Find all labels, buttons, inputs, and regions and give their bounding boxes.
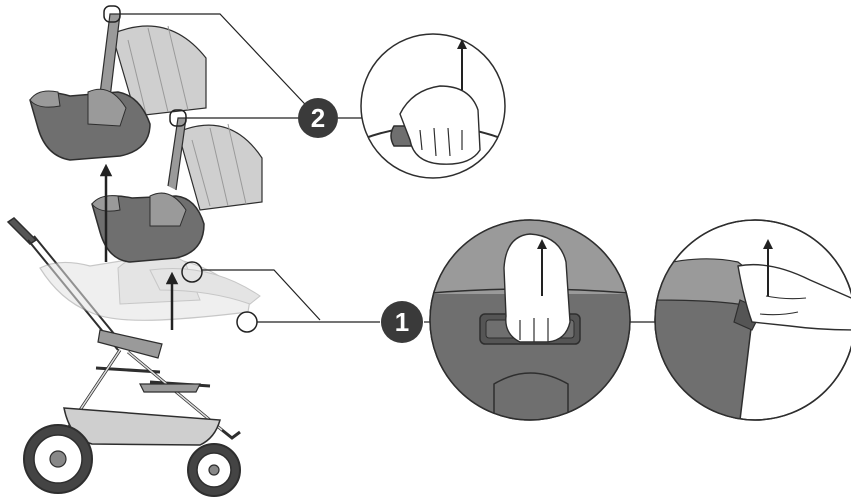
car-seat-mounted — [40, 252, 260, 320]
step-1-badge: 1 — [381, 301, 423, 343]
detail-handle-grip — [360, 34, 506, 178]
step-1-number: 1 — [395, 307, 409, 337]
front-wheel — [24, 425, 92, 493]
canopy — [178, 125, 262, 210]
stroller-basket — [64, 408, 220, 445]
carry-handle — [168, 118, 186, 190]
button-marker-lower — [237, 312, 257, 332]
step-2-number: 2 — [311, 103, 325, 133]
rear-wheel — [188, 444, 240, 496]
detail-release-button-front — [420, 210, 640, 434]
step-2-badge: 2 — [298, 98, 338, 138]
stroller-handlebar — [8, 218, 36, 244]
carry-handle — [100, 14, 120, 98]
hand — [504, 234, 570, 342]
detail-release-button-side — [655, 220, 851, 420]
